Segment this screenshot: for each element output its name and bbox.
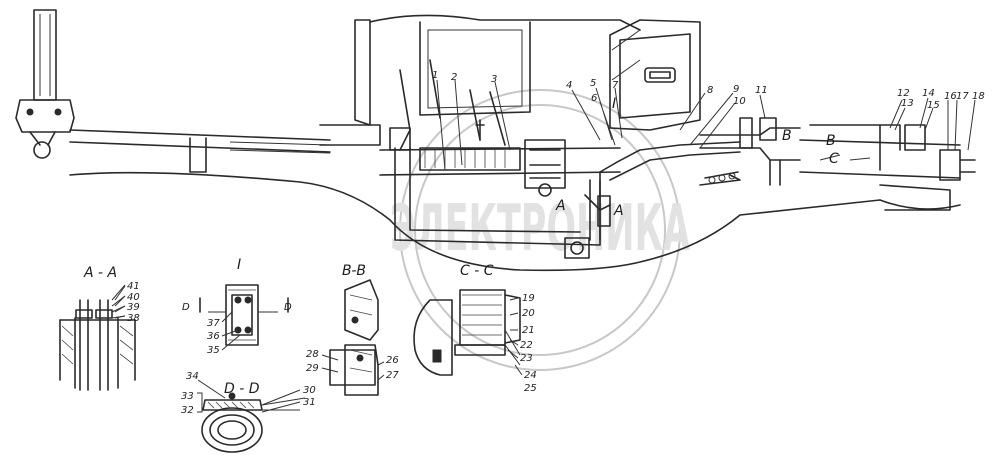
callout-5: 5 (590, 78, 596, 89)
callout-34: 34 (186, 371, 199, 382)
callout-8: 8 (707, 85, 713, 96)
callout-36: 36 (207, 331, 220, 342)
callout-32: 32 (181, 405, 194, 416)
callout-37: 37 (207, 318, 220, 329)
callout-28: 28 (306, 349, 319, 360)
section-title-i: I (237, 257, 241, 273)
callout-21: 21 (522, 325, 535, 336)
callout-25: 25 (524, 383, 537, 394)
callout-6: 6 (591, 93, 597, 104)
callout-16: 16 (944, 91, 957, 102)
section-dd (201, 392, 306, 453)
callout-12: 12 (897, 88, 910, 99)
callout-24: 24 (524, 370, 537, 381)
callout-27: 27 (386, 370, 399, 381)
section-i (199, 284, 289, 346)
section-aa (59, 284, 136, 391)
callout-numbers: 1 2 3 4 5 6 7 8 9 10 11 12 13 14 15 16 1… (127, 70, 985, 416)
callout-9: 9 (733, 84, 739, 95)
main-assembly (15, 9, 976, 272)
callout-35: 35 (207, 345, 220, 356)
callout-22: 22 (520, 340, 533, 351)
callout-11: 11 (755, 85, 768, 96)
section-cc (413, 289, 521, 376)
view-marker-d-left: D (182, 302, 190, 313)
callout-3: 3 (491, 74, 497, 85)
leader-lines (114, 79, 976, 413)
section-bb (329, 279, 379, 396)
callout-31: 31 (303, 397, 316, 408)
callout-40: 40 (127, 292, 140, 303)
callout-18: 18 (972, 91, 985, 102)
callout-2: 2 (451, 72, 457, 83)
section-title-dd: D - D (224, 381, 260, 397)
callout-10: 10 (733, 96, 746, 107)
section-title-aa: A - A (83, 265, 117, 281)
view-marker-i: I (612, 96, 616, 112)
callout-38: 38 (127, 313, 140, 324)
callout-19: 19 (522, 293, 535, 304)
callout-14: 14 (922, 88, 935, 99)
callout-29: 29 (306, 363, 319, 374)
callout-41: 41 (127, 281, 140, 292)
view-marker-b-left: B (782, 128, 792, 144)
callout-4: 4 (566, 80, 572, 91)
labels: A - A I B-B C - C D - D A A B B C I D D (83, 96, 839, 397)
view-marker-c: C (829, 151, 839, 167)
callout-7: 7 (612, 80, 619, 91)
callout-39: 39 (127, 302, 140, 313)
callout-33: 33 (181, 391, 194, 402)
callout-23: 23 (520, 353, 533, 364)
callout-15: 15 (927, 100, 940, 111)
view-marker-a-right: A (613, 203, 624, 219)
view-marker-d-right: D (284, 302, 292, 313)
callout-20: 20 (522, 308, 535, 319)
callout-13: 13 (901, 98, 914, 109)
section-title-cc: C - C (460, 263, 494, 279)
callout-26: 26 (386, 355, 399, 366)
view-marker-b-right: B (826, 133, 836, 149)
callout-30: 30 (303, 385, 316, 396)
callout-17: 17 (956, 91, 969, 102)
view-marker-a-left: A (555, 198, 566, 214)
watermark-text: ЭЛЕКТРОНИКА (390, 192, 690, 266)
section-title-bb: B-B (342, 263, 366, 279)
callout-1: 1 (432, 70, 438, 81)
